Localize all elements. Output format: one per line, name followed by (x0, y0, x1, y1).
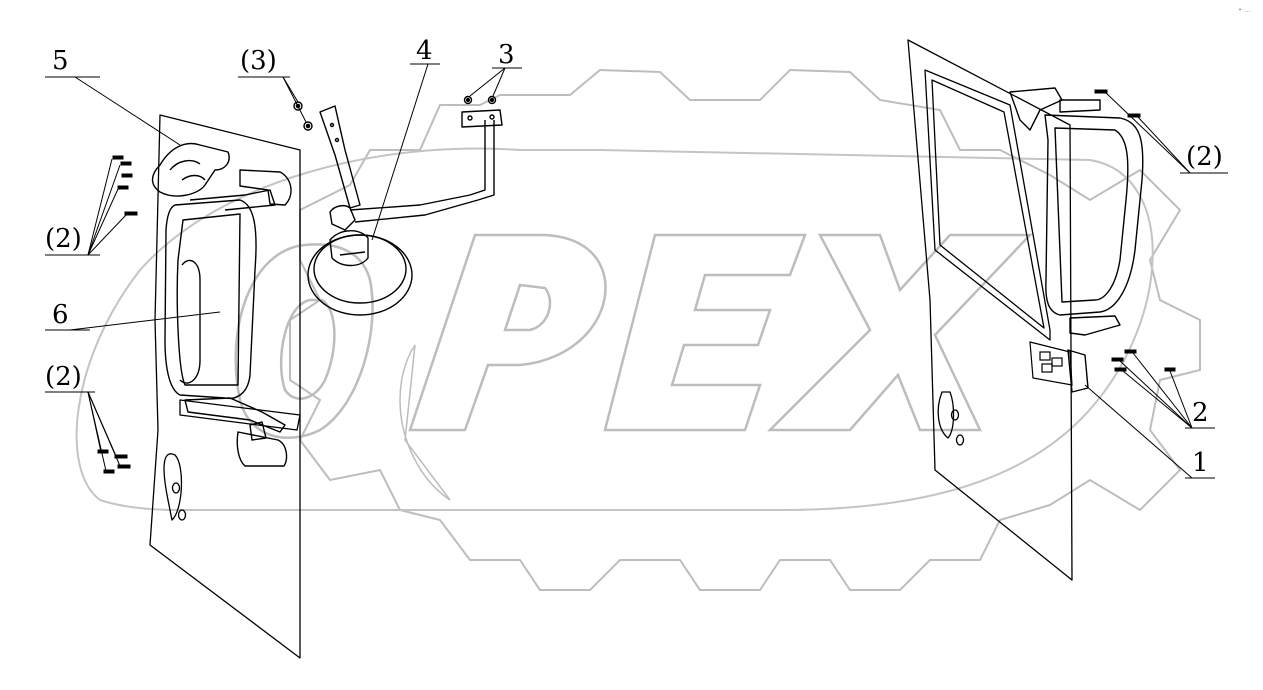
callout-2-paren-right: (2) (1186, 142, 1223, 172)
left-lower-screws (97, 449, 131, 474)
callout-4: 4 (416, 36, 433, 66)
callout-5: 5 (52, 46, 69, 76)
callout-1: 1 (1192, 448, 1209, 478)
right-lower-screws (1111, 349, 1176, 372)
corner-mark: • ... (1238, 6, 1252, 14)
lower-mount-bracket (184, 397, 288, 467)
leader-lines (45, 63, 1228, 479)
upper-mount-bracket (151, 142, 292, 206)
right-control-switch (1029, 341, 1073, 386)
callout-6: 6 (52, 300, 69, 330)
callout-2-paren-lower: (2) (45, 362, 82, 392)
callout-2-paren-left: (2) (45, 224, 82, 254)
round-mirror-assembly (307, 105, 503, 316)
callout-3: 3 (498, 40, 515, 70)
right-upper-screws (1094, 89, 1141, 118)
left-upper-screws (112, 155, 138, 216)
watermark-gear (289, 68, 1201, 591)
callout-2: 2 (1192, 398, 1209, 428)
watermark-ellipse (75, 147, 1154, 511)
watermark-letters (234, 233, 1033, 439)
left-mirror-housing (164, 189, 276, 400)
right-door-panel (907, 39, 1073, 581)
callout-3-paren: (3) (240, 46, 277, 76)
